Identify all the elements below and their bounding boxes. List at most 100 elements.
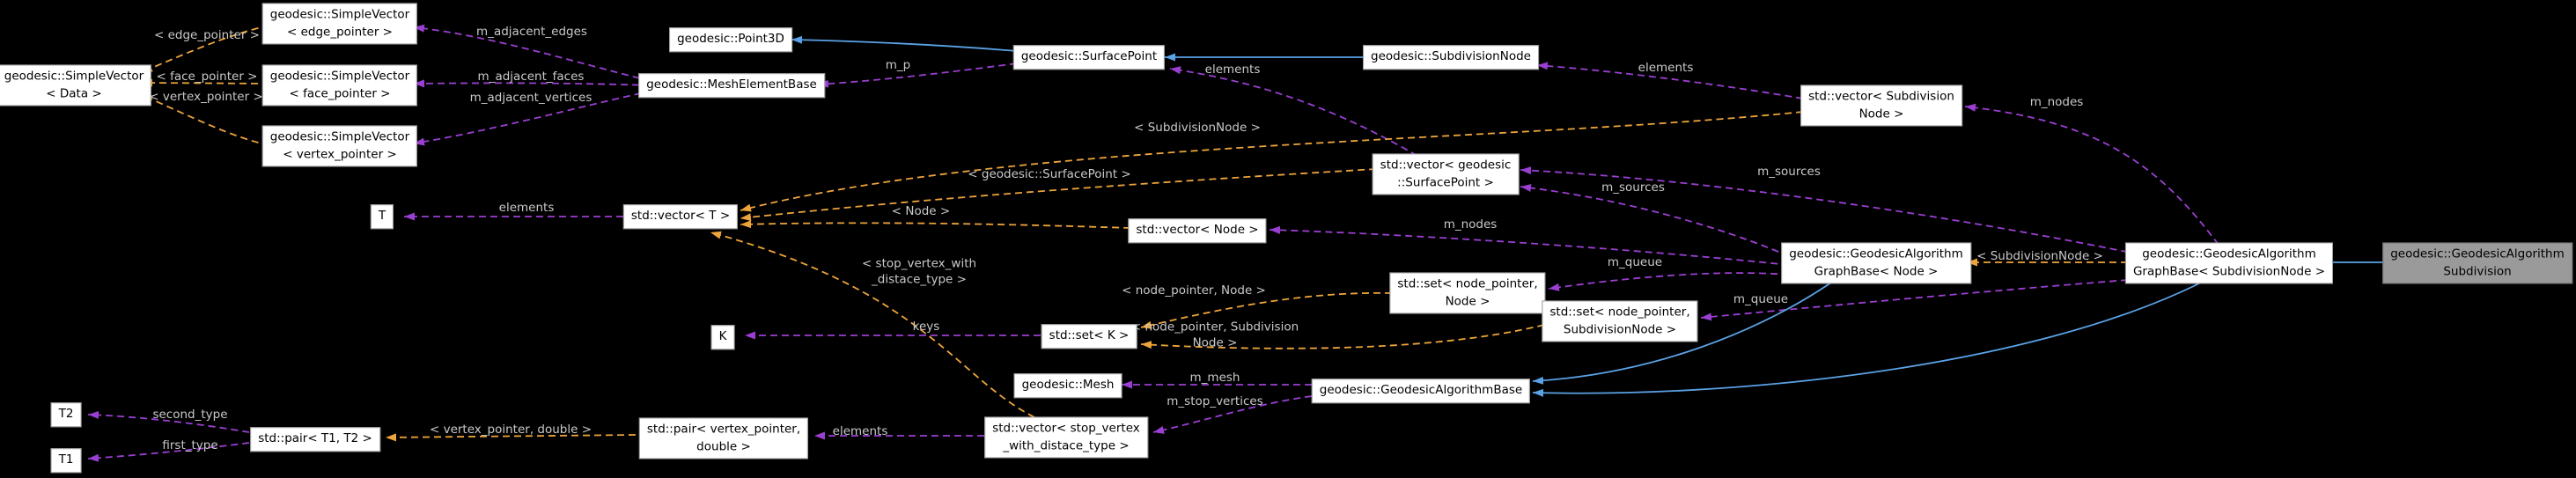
edge-label-template-node-text: < Node > <box>891 204 951 219</box>
edge-label-template-stop-vertex-text: < stop_vertex_with <box>861 256 977 271</box>
edge-label-template-node-pointer-subdivision-text: Node > <box>1192 335 1238 349</box>
edge-label-template-face-pointer-text: < face_pointer > <box>156 70 258 85</box>
edge-label-template-stop-vertex-text: _distace_type > <box>872 272 967 286</box>
class-node-simplevector-face-pointer-text: geodesic::SimpleVector <box>269 69 410 84</box>
class-node-mesh-text: geodesic::Mesh <box>1021 378 1115 393</box>
class-node-simplevector-vertex-pointer-text: geodesic::SimpleVector <box>269 129 410 144</box>
edge-label-template-geodesic-surfacepoint-text: < geodesic::SurfacePoint > <box>968 167 1131 182</box>
edge-label-m-adjacent-edges-text: m_adjacent_edges <box>476 25 587 40</box>
class-node-vector-stop-vertex-text: std::vector< stop_vertex <box>992 421 1140 436</box>
class-node-k: K <box>710 325 735 349</box>
edge-label-template-subdivisionnode-vector-text: < SubdivisionNode > <box>1134 121 1261 136</box>
edge-label-m-queue-node-text: m_queue <box>1607 255 1663 270</box>
edge-label-elements-stop-vertex: elements <box>833 424 888 440</box>
edge-label-elements-t: elements <box>499 201 555 217</box>
class-node-subdivisionnode[interactable]: geodesic::SubdivisionNode <box>1363 45 1539 70</box>
edge-m-queue-subdivision <box>1700 278 2140 321</box>
class-node-set-k-text: std::set< K > <box>1049 328 1130 343</box>
edge-label-m-queue-subdivision-text: m_queue <box>1733 292 1789 307</box>
class-node-simplevector-face-pointer[interactable]: geodesic::SimpleVector< face_pointer > <box>261 64 418 107</box>
class-node-vector-node: std::vector< Node > <box>1128 218 1267 243</box>
class-node-meshelementbase[interactable]: geodesic::MeshElementBase <box>638 73 825 98</box>
class-node-graphbase-node-text: geodesic::GeodesicAlgorithm <box>1789 246 1963 261</box>
class-node-simplevector-data[interactable]: geodesic::SimpleVector< Data > <box>0 64 152 107</box>
edge-second-type <box>87 410 250 433</box>
edge-label-keys: keys <box>913 320 940 335</box>
class-node-set-k: std::set< K > <box>1041 324 1137 349</box>
class-node-mesh[interactable]: geodesic::Mesh <box>1013 373 1122 398</box>
edge-m-sources-node <box>1520 183 1790 257</box>
class-node-surfacepoint[interactable]: geodesic::SurfacePoint <box>1012 45 1166 70</box>
class-node-vector-geodesic-surfacepoint-text: ::SurfacePoint > <box>1397 175 1494 189</box>
edge-label-m-adjacent-faces-text: m_adjacent_faces <box>477 70 585 85</box>
edge-label-first-type-text: first_type <box>162 438 218 453</box>
class-node-vector-subdivision-node-text: std::vector< Subdivision <box>1808 89 1954 104</box>
edge-label-m-sources-node-text: m_sources <box>1601 180 1665 195</box>
edge-m-nodes-subdivision <box>1964 103 2219 246</box>
edge-label-m-sources-node: m_sources <box>1601 180 1665 196</box>
class-node-graphbase-subdivisionnode-text: GraphBase< SubdivisionNode > <box>2132 264 2326 278</box>
class-node-set-node-pointer-subdivisionnode-text: SubdivisionNode > <box>1563 322 1677 336</box>
edge-template-vertex-pointer-double <box>385 433 637 442</box>
class-node-geodesicalgorithm-subdivision-text: Subdivision <box>2443 264 2512 278</box>
edge-label-m-sources-subdivision-text: m_sources <box>1757 165 1821 180</box>
class-node-vector-geodesic-surfacepoint-text: std::vector< geodesic <box>1380 158 1512 173</box>
edge-label-m-adjacent-vertices-text: m_adjacent_vertices <box>469 91 592 106</box>
edge-label-first-type: first_type <box>162 438 217 454</box>
edge-label-template-vertex-pointer: < vertex_pointer > <box>149 90 262 106</box>
edge-label-elements-surfacepoint: elements <box>1205 63 1261 78</box>
edge-label-template-vertex-pointer-text: < vertex_pointer > <box>149 90 263 105</box>
class-node-vector-subdivision-node-text: Node > <box>1858 107 1904 121</box>
class-node-geodesicalgorithmbase[interactable]: geodesic::GeodesicAlgorithmBase <box>1311 379 1531 403</box>
edge-label-m-adjacent-faces: m_adjacent_faces <box>478 70 585 85</box>
edge-label-template-subdivisionnode-vector: < SubdivisionNode > <box>1134 121 1261 136</box>
edge-label-second-type-text: second_type <box>152 408 228 423</box>
class-node-pair-t1-t2-text: std::pair< T1, T2 > <box>258 431 372 446</box>
class-node-t1-text: T1 <box>58 452 74 467</box>
class-node-simplevector-vertex-pointer[interactable]: geodesic::SimpleVector< vertex_pointer > <box>261 125 418 167</box>
edge-label-m-sources-subdivision: m_sources <box>1757 165 1821 180</box>
class-node-t: T <box>370 204 394 229</box>
class-node-subdivisionnode-text: geodesic::SubdivisionNode <box>1371 49 1531 64</box>
edge-label-elements-subdivisionnode: elements <box>1638 61 1694 77</box>
edge-m-p <box>817 63 1018 88</box>
edge-template-geodesic-surfacepoint <box>740 168 1377 222</box>
class-node-simplevector-edge-pointer-text: < edge_pointer > <box>287 25 393 39</box>
edge-m-sources-subdivision <box>1520 166 2140 255</box>
class-node-point3d-text: geodesic::Point3D <box>677 32 784 47</box>
class-node-surfacepoint-text: geodesic::SurfacePoint <box>1020 49 1158 64</box>
class-node-simplevector-face-pointer-text: < face_pointer > <box>289 86 391 100</box>
edge-inherit-graphbasenode-algorithmbase <box>1532 282 1832 385</box>
class-node-pair-vertex-pointer-double: std::pair< vertex_pointer,double > <box>638 417 809 460</box>
edge-template-node-pointer-subdivision <box>1140 324 1545 349</box>
edge-label-second-type: second_type <box>152 408 227 423</box>
class-node-point3d[interactable]: geodesic::Point3D <box>669 27 792 52</box>
edge-label-template-node-pointer-node: < node_pointer, Node > <box>1122 283 1266 299</box>
edge-m-queue-node <box>1548 272 1790 291</box>
edge-label-template-subdivisionnode-graphbase: < SubdivisionNode > <box>1976 249 2103 265</box>
class-node-set-node-pointer-subdivisionnode: std::set< node_pointer,SubdivisionNode > <box>1542 300 1698 342</box>
edge-label-template-vertex-pointer-double-text: < vertex_pointer, double > <box>429 423 592 438</box>
edge-label-m-nodes-node-text: m_nodes <box>1443 217 1498 232</box>
edge-label-m-mesh-text: m_mesh <box>1189 371 1240 386</box>
edge-label-m-stop-vertices: m_stop_vertices <box>1167 394 1262 410</box>
class-node-simplevector-edge-pointer[interactable]: geodesic::SimpleVector< edge_pointer > <box>261 3 418 45</box>
class-node-t-text: T <box>378 209 386 224</box>
class-node-t2-text: T2 <box>58 407 74 422</box>
edge-label-m-adjacent-vertices: m_adjacent_vertices <box>470 91 592 107</box>
class-node-vector-t-text: std::vector< T > <box>630 209 731 224</box>
class-node-t2: T2 <box>50 402 82 427</box>
edge-first-type <box>87 442 250 462</box>
edge-label-elements-subdivisionnode-text: elements <box>1638 61 1694 76</box>
edge-template-face-pointer <box>141 78 270 87</box>
edge-label-elements-surfacepoint-text: elements <box>1204 63 1261 77</box>
edge-label-m-nodes-subdivision: m_nodes <box>2030 95 2084 111</box>
edge-label-m-queue-node: m_queue <box>1608 255 1662 271</box>
edge-m-adjacent-vertices <box>413 90 653 146</box>
